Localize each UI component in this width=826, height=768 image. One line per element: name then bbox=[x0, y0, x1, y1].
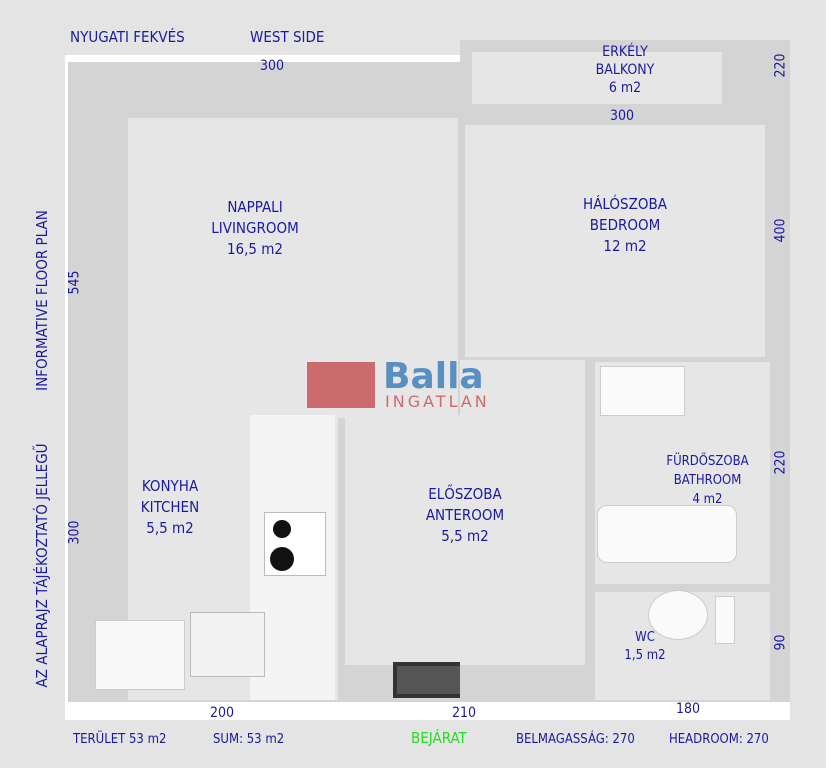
room-bedroom: HÁLÓSZOBA BEDROOM 12 m2 bbox=[560, 194, 690, 257]
room-area: 16,5 m2 bbox=[226, 240, 284, 258]
room-anteroom: ELŐSZOBA ANTEROOM 5,5 m2 bbox=[400, 484, 530, 547]
logo-name: Balla bbox=[383, 356, 484, 397]
orientation-hu: NYUGATI FEKVÉS bbox=[70, 28, 185, 46]
room-wc: WC 1,5 m2 bbox=[615, 629, 675, 665]
fridge bbox=[95, 620, 185, 690]
entrance-label: BEJÁRAT bbox=[411, 729, 467, 747]
dim-right-bedroom: 400 bbox=[772, 218, 789, 243]
room-name-en: BALKONY bbox=[595, 62, 655, 78]
room-name-en: KITCHEN bbox=[140, 498, 200, 516]
room-name-hu: HÁLÓSZOBA bbox=[583, 195, 667, 213]
room-name-en: BEDROOM bbox=[589, 216, 661, 234]
house-icon bbox=[307, 362, 375, 408]
bathroom-sink bbox=[600, 366, 685, 416]
room-area: 4 m2 bbox=[692, 492, 723, 507]
room-area: 1,5 m2 bbox=[624, 648, 666, 663]
dim-bottom-wc: 180 bbox=[676, 701, 701, 717]
bedroom-floor bbox=[465, 125, 765, 357]
toilet-tank bbox=[715, 596, 735, 644]
room-name-hu: NAPPALI bbox=[227, 198, 283, 216]
dim-bottom-kitchen: 200 bbox=[210, 705, 235, 721]
dim-right-bathroom: 220 bbox=[772, 450, 789, 475]
room-name-hu: KONYHA bbox=[141, 477, 199, 495]
logo: Balla INGATLAN bbox=[307, 356, 527, 412]
orientation-en: WEST SIDE bbox=[250, 28, 325, 46]
dim-left-lower: 300 bbox=[66, 520, 83, 545]
room-name-en: LIVINGROOM bbox=[211, 219, 299, 237]
room-kitchen: KONYHA KITCHEN 5,5 m2 bbox=[115, 476, 225, 539]
room-area: 12 m2 bbox=[603, 237, 647, 255]
dim-right-wc: 90 bbox=[772, 634, 789, 651]
dim-bottom-anteroom: 210 bbox=[452, 705, 477, 721]
room-name-hu: WC bbox=[635, 630, 655, 645]
room-name-hu: ERKÉLY bbox=[602, 44, 648, 60]
stove-burner bbox=[270, 547, 294, 571]
logo-sub: INGATLAN bbox=[385, 392, 490, 411]
anteroom-floor-right bbox=[460, 360, 585, 665]
room-name-hu: FÜRDŐSZOBA bbox=[666, 454, 749, 469]
total-area: TERÜLET 53 m2 bbox=[73, 732, 167, 747]
dim-top-bedroom: 300 bbox=[610, 108, 635, 124]
sink bbox=[190, 612, 265, 677]
room-area: 5,5 m2 bbox=[441, 527, 489, 545]
toilet bbox=[648, 590, 708, 640]
informative-label-hu: AZ ALAPRAJZ TÁJÉKOZTATÓ JELLEGŰ bbox=[33, 443, 51, 688]
sum-area: SUM: 53 m2 bbox=[213, 732, 285, 747]
room-name-en: ANTEROOM bbox=[425, 506, 505, 524]
room-name-hu: ELŐSZOBA bbox=[428, 485, 502, 503]
dim-right-balcony: 220 bbox=[772, 53, 789, 78]
dim-left-upper: 545 bbox=[66, 270, 83, 295]
bathtub bbox=[597, 505, 737, 563]
room-bathroom: FÜRDŐSZOBA BATHROOM 4 m2 bbox=[650, 452, 765, 509]
dim-top-living: 300 bbox=[260, 58, 285, 74]
informative-label: INFORMATIVE FLOOR PLAN bbox=[33, 210, 51, 391]
room-livingroom: NAPPALI LIVINGROOM 16,5 m2 bbox=[190, 197, 320, 260]
room-balcony: ERKÉLY BALKONY 6 m2 bbox=[565, 42, 685, 99]
balcony-floor bbox=[472, 52, 722, 104]
stove-burner bbox=[273, 520, 291, 538]
living-room-floor bbox=[128, 118, 458, 418]
headroom-hu: BELMAGASSÁG: 270 bbox=[516, 732, 635, 747]
room-area: 6 m2 bbox=[608, 80, 642, 96]
headroom-en: HEADROOM: 270 bbox=[669, 732, 769, 747]
room-name-en: BATHROOM bbox=[673, 473, 742, 488]
room-area: 5,5 m2 bbox=[146, 519, 194, 537]
